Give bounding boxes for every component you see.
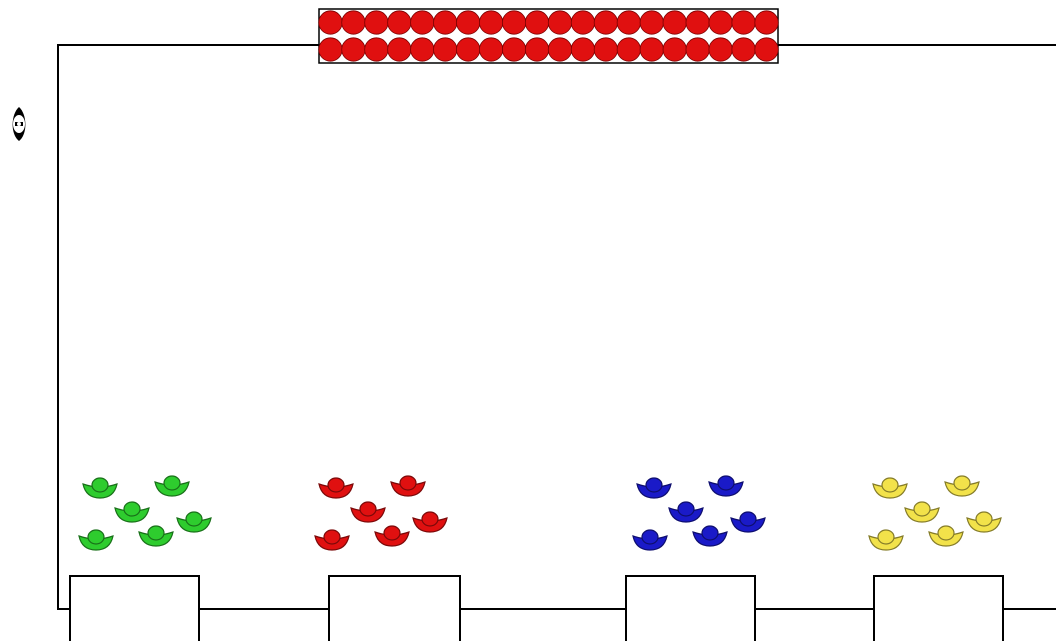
ingot-icon [669,502,703,522]
tray-ball[interactable] [548,11,571,34]
ingot-icon [967,512,1001,532]
tray-ball[interactable] [456,38,479,61]
tray-ball[interactable] [686,38,709,61]
tray-ball[interactable] [479,38,502,61]
tray-ball[interactable] [640,38,663,61]
green-ingot-pile[interactable] [79,476,211,550]
ingot-icon [83,478,117,498]
ingot-icon [319,478,353,498]
tray-ball[interactable] [319,11,342,34]
ingot-piles [79,476,1001,550]
slot-box[interactable] [874,576,1003,641]
slot-box[interactable] [329,576,460,641]
ingot-icon [139,526,173,546]
slot-box[interactable] [626,576,755,641]
tray-ball[interactable] [732,11,755,34]
tray-ball[interactable] [755,38,778,61]
ingot-icon [709,476,743,496]
tray-ball[interactable] [525,38,548,61]
ball-tray [319,9,778,63]
ingot-icon [177,512,211,532]
tray-ball[interactable] [686,11,709,34]
tray-ball[interactable] [732,38,755,61]
tray-ball[interactable] [388,11,411,34]
ingot-icon [873,478,907,498]
tray-ball[interactable] [709,38,732,61]
tray-ball[interactable] [456,11,479,34]
tray-ball[interactable] [663,11,686,34]
ingot-icon [79,530,113,550]
tray-ball[interactable] [434,11,457,34]
ingot-icon [115,502,149,522]
ingot-icon [413,512,447,532]
tray-ball[interactable] [411,38,434,61]
tray-ball[interactable] [411,11,434,34]
tray-ball[interactable] [342,11,365,34]
ingot-icon [155,476,189,496]
tray-ball[interactable] [571,11,594,34]
tray-ball[interactable] [617,11,640,34]
ingot-icon [929,526,963,546]
ball-tray-frame [319,9,778,63]
red-ingot-pile[interactable] [315,476,447,550]
tray-ball[interactable] [548,38,571,61]
ingot-icon [375,526,409,546]
ingot-icon [633,530,667,550]
ingot-icon [693,526,727,546]
ingot-icon [315,530,349,550]
ingot-icon [905,502,939,522]
ingot-icon [945,476,979,496]
tray-ball[interactable] [365,11,388,34]
tray-ball[interactable] [594,11,617,34]
tray-ball[interactable] [479,11,502,34]
blue-ingot-pile[interactable] [633,476,765,550]
eye-token-icon[interactable] [13,107,26,141]
tray-ball[interactable] [319,38,342,61]
ingot-icon [637,478,671,498]
tray-ball[interactable] [663,38,686,61]
tray-ball[interactable] [388,38,411,61]
tray-ball[interactable] [525,11,548,34]
tray-ball[interactable] [594,38,617,61]
ingot-icon [351,502,385,522]
slot-box[interactable] [70,576,199,641]
tray-ball[interactable] [640,11,663,34]
tray-ball[interactable] [502,38,525,61]
tray-ball[interactable] [434,38,457,61]
tray-ball[interactable] [365,38,388,61]
tray-ball[interactable] [571,38,594,61]
ingot-icon [869,530,903,550]
ingot-icon [391,476,425,496]
tray-ball[interactable] [709,11,732,34]
tray-ball[interactable] [342,38,365,61]
tray-ball[interactable] [617,38,640,61]
tray-ball[interactable] [755,11,778,34]
yellow-ingot-pile[interactable] [869,476,1001,550]
ingot-icon [731,512,765,532]
tray-ball[interactable] [502,11,525,34]
